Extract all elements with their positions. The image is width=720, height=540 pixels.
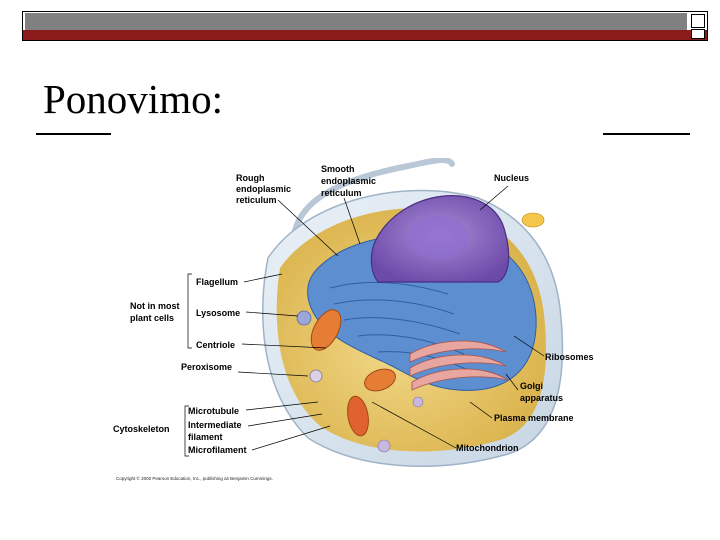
label-not-in-plant-line1: Not in most — [130, 301, 180, 311]
header-red-band — [23, 30, 707, 40]
leader-lysosome — [245, 311, 299, 317]
label-centriole: Centriole — [196, 340, 235, 350]
label-microtubule: Microtubule — [188, 406, 239, 416]
vesicle-shape — [377, 439, 391, 453]
label-not-in-plant-line2: plant cells — [130, 313, 174, 323]
slide-header-bar — [22, 11, 708, 41]
label-rough-er-line2: endoplasmic — [236, 184, 291, 194]
header-square-bottom — [691, 29, 705, 39]
label-flagellum: Flagellum — [196, 277, 238, 287]
label-smooth-er-line2: endoplasmic — [321, 176, 376, 186]
lysosome-shape — [296, 310, 312, 326]
label-golgi-line2: apparatus — [520, 393, 563, 403]
label-rough-er-line3: reticulum — [236, 195, 277, 205]
label-microfilament: Microfilament — [188, 445, 247, 455]
label-nucleus: Nucleus — [494, 173, 529, 183]
leader-mitochondrion — [371, 401, 457, 449]
bracket-cytoskeleton — [184, 405, 189, 457]
leader-microfilament — [251, 425, 331, 451]
label-smooth-er-line1: Smooth — [321, 164, 355, 174]
nucleolus-shape — [408, 216, 468, 260]
leader-flagellum — [243, 273, 283, 283]
bracket-plant — [187, 273, 192, 349]
label-smooth-er: Smooth endoplasmic reticulum — [321, 164, 376, 198]
label-intermediate-line2: filament — [188, 432, 223, 442]
diagram-copyright: Copyright © 2000 Pearson Education, Inc.… — [116, 475, 273, 481]
title-rule-right — [603, 133, 690, 135]
header-gray-band — [25, 13, 687, 31]
peroxisome-shape — [309, 369, 323, 383]
label-golgi-line1: Golgi — [520, 381, 543, 391]
leader-peroxisome — [237, 371, 309, 377]
golgi-shape — [409, 340, 509, 391]
label-peroxisome: Peroxisome — [181, 362, 232, 372]
leader-rough-er — [277, 199, 339, 257]
label-cytoskeleton: Cytoskeleton — [113, 424, 170, 434]
leader-smooth-er — [343, 197, 361, 245]
vesicle-shape — [412, 396, 424, 408]
label-rough-er-line1: Rough — [236, 173, 265, 183]
leader-golgi — [505, 373, 519, 391]
leader-intermediate — [247, 413, 323, 427]
header-square-top — [691, 14, 705, 28]
animal-cell-diagram: Rough endoplasmic reticulum Smooth endop… — [113, 158, 594, 481]
leader-ribosomes — [513, 335, 545, 357]
label-lysosome: Lysosome — [196, 308, 240, 318]
leader-plasma-membrane — [469, 401, 493, 419]
label-intermediate-line1: Intermediate — [188, 420, 242, 430]
mitochondrion-shape-1 — [310, 309, 342, 351]
mitochondrion-shape-3 — [347, 395, 369, 437]
label-mitochondrion: Mitochondrion — [456, 443, 519, 453]
leader-microtubule — [245, 401, 319, 411]
label-rough-er: Rough endoplasmic reticulum — [236, 173, 291, 205]
leader-nucleus — [479, 185, 509, 211]
slide-title: Ponovimo: — [43, 76, 223, 122]
title-rule-left — [36, 133, 111, 135]
label-plasma-membrane: Plasma membrane — [494, 413, 574, 423]
mitochondrion-shape-2 — [364, 368, 396, 392]
vacuole-shape — [521, 212, 545, 228]
leader-centriole — [241, 343, 327, 349]
label-smooth-er-line3: reticulum — [321, 188, 362, 198]
label-ribosomes: Ribosomes — [545, 352, 594, 362]
